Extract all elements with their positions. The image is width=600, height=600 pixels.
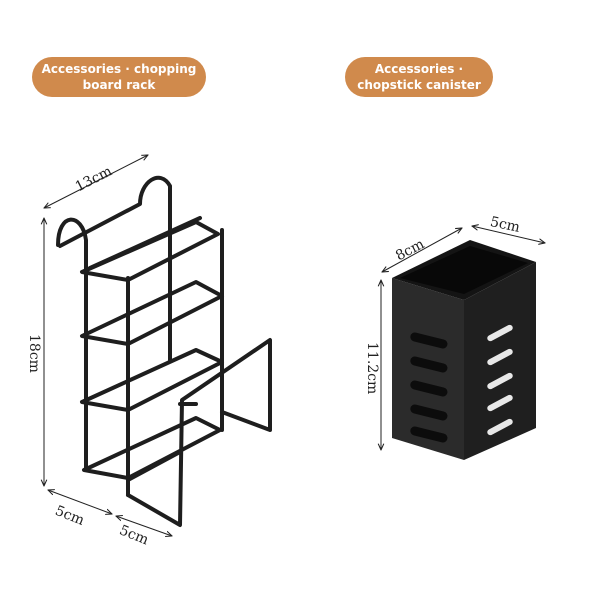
label-chopping-board-rack: Accessories · chopping board rack	[32, 57, 206, 97]
rack-width-dimension: 13cm	[73, 163, 115, 195]
label-chopstick-canister: Accessories · chopstick canister	[345, 57, 493, 97]
chopping-board-rack-illustration	[56, 175, 272, 527]
rack-depth-front-dimension: 5cm	[53, 503, 87, 529]
canister-height-dimension: 11.2cm	[364, 342, 380, 394]
canister-length-dimension: 8cm	[393, 236, 427, 264]
canister-width-dimension: 5cm	[489, 214, 522, 236]
chopstick-canister-illustration	[392, 240, 536, 460]
label-line-2: chopstick canister	[357, 78, 481, 92]
label-line-1: Accessories · chopping	[41, 62, 197, 76]
label-line-1: Accessories ·	[374, 62, 464, 76]
rack-height-dimension: 18cm	[26, 334, 42, 373]
label-line-2: board rack	[82, 78, 156, 92]
